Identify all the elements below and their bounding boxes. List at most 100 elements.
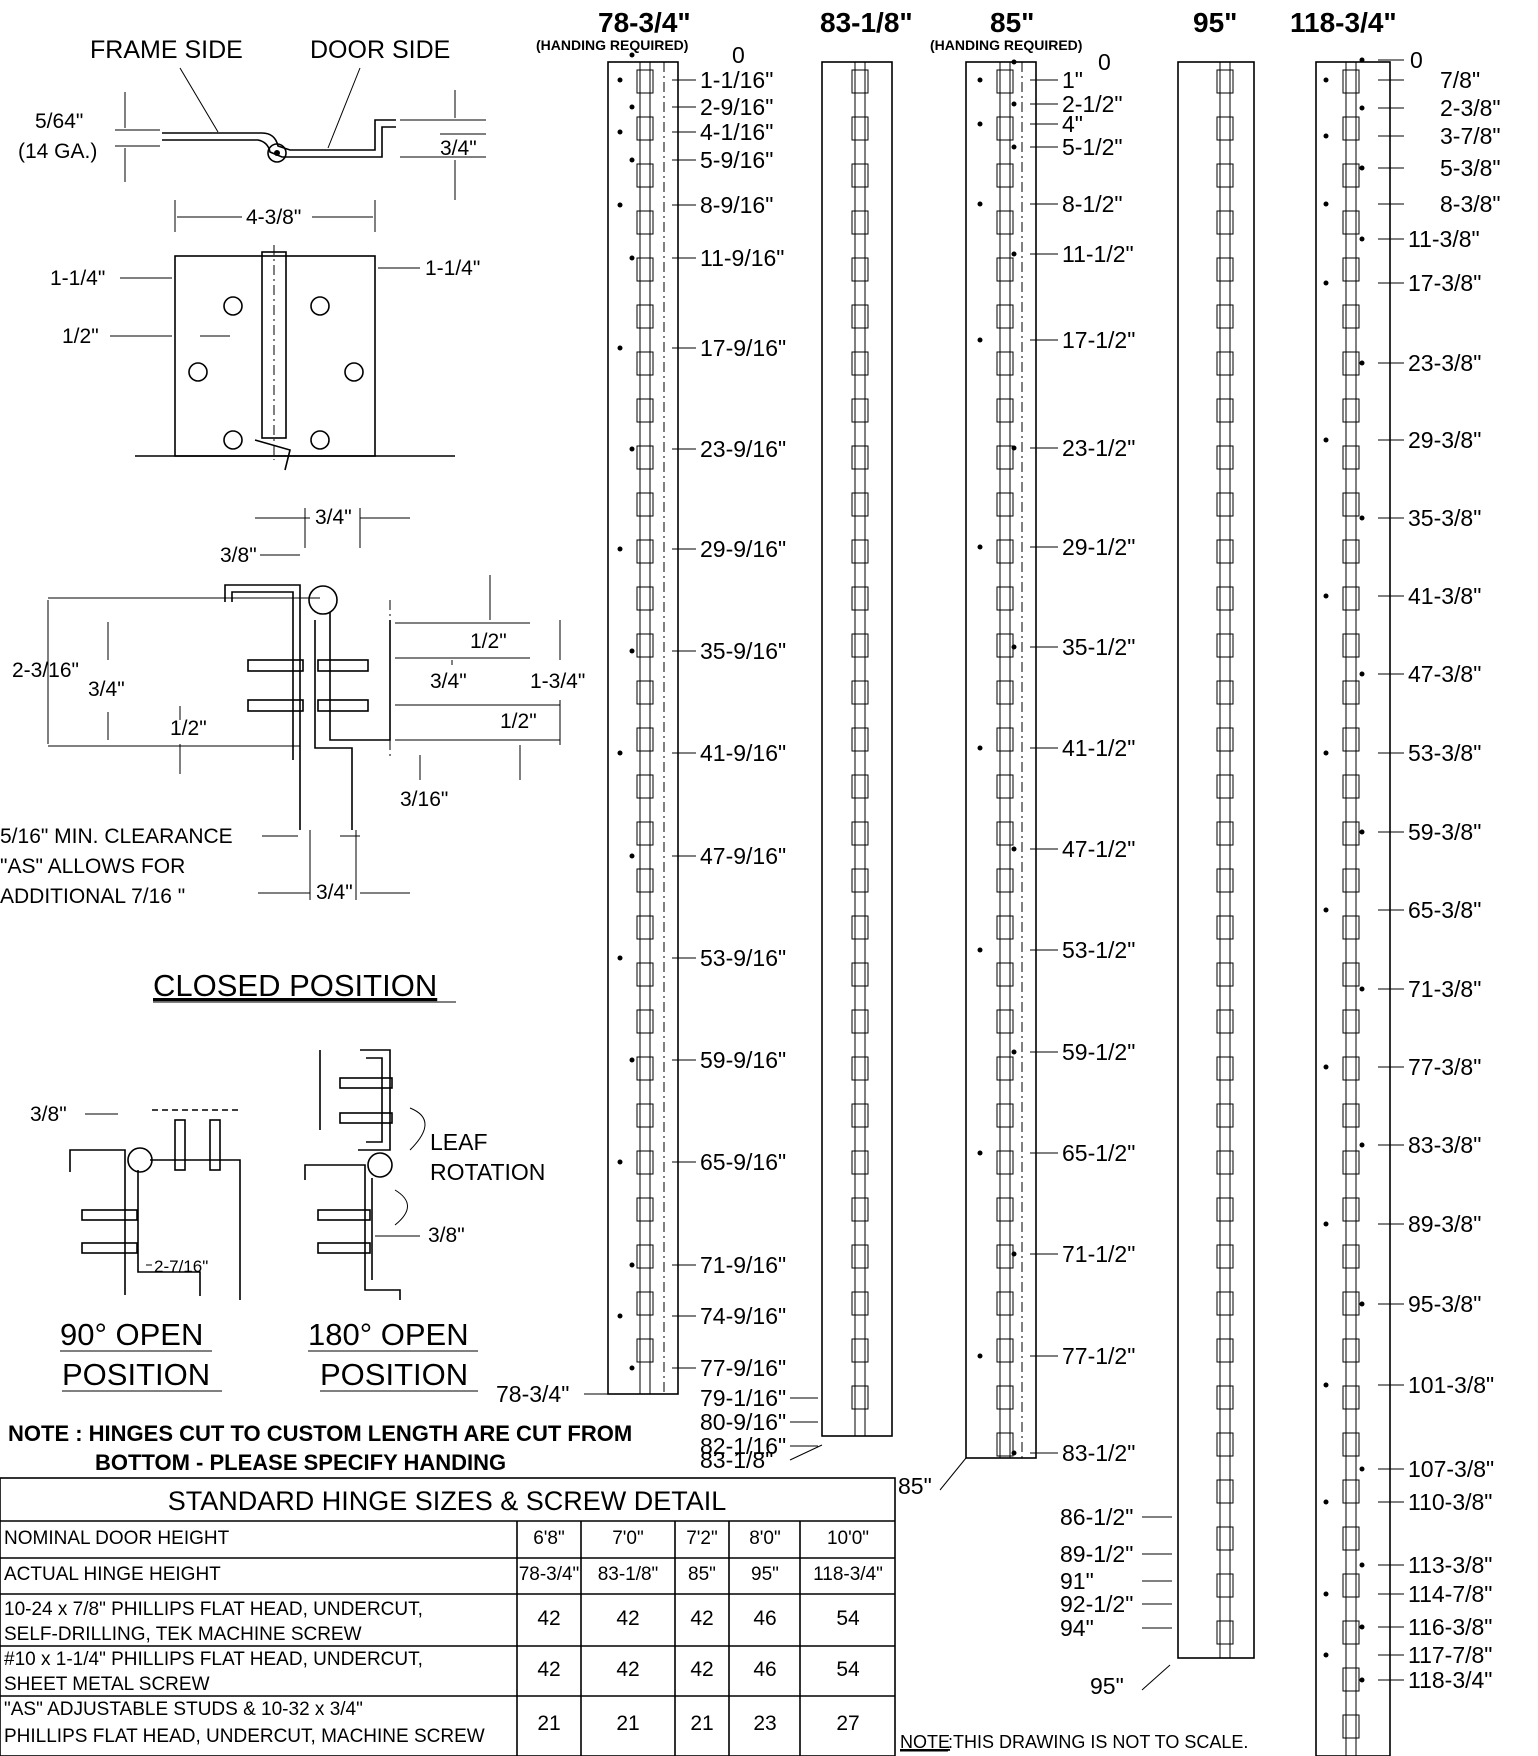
open180-38: 3/8" [428,1224,465,1247]
closed-position-detail: 3/4" 3/8" 2-3/16" 3/4" 1/2" 1/2" 3/4" 1-… [0,506,585,1003]
dim-95-2: 89-1/2" [1060,1541,1133,1567]
dim-78-0: 0 [732,42,745,68]
dim-95-4: 92-1/2" [1060,1591,1133,1617]
screw-hole [1323,1382,1329,1388]
table-cell: 42 [690,1607,713,1630]
table-cell: 7'0" [612,1528,644,1549]
table-row-label-4: "AS" ADJUSTABLE STUDS & 10-32 x 3/4" [4,1699,363,1720]
dim-83-1: 80-9/16" [700,1409,786,1435]
screw-hole [1323,1221,1329,1227]
custom-length-note-line1: NOTE : HINGES CUT TO CUSTOM LENGTH ARE C… [8,1421,632,1446]
closed-38: 3/8" [220,544,257,567]
screw-hole [617,1313,623,1319]
dim-118-6: 11-3/8" [1408,226,1480,252]
dim-78-16: 71-9/16" [700,1252,786,1278]
dim-95-1: 86-1/2" [1060,1504,1133,1530]
screw-hole [1359,165,1365,171]
table-cell: 85" [688,1564,716,1585]
dim-85-3: 4" [1062,111,1083,137]
table-cell: 95" [751,1564,779,1585]
table-title: STANDARD HINGE SIZES & SCREW DETAIL [168,1486,727,1516]
dim-85-11: 41-1/2" [1062,735,1135,761]
dim-118-22: 107-3/8" [1408,1456,1494,1482]
dim-78-4: 5-9/16" [700,147,773,173]
screw-hole [1359,1142,1365,1148]
table-cell: 7'2" [686,1528,718,1549]
dim-78-2: 2-9/16" [700,94,773,120]
dim-78-10: 35-9/16" [700,638,786,664]
closed-34-bot: 3/4" [316,881,353,904]
dim-78-6: 11-9/16" [700,245,784,271]
dim-78-1: 1-1/16" [700,67,773,93]
table-cell: 54 [836,1607,860,1630]
dim-78-17: 74-9/16" [700,1303,786,1329]
dim-118-16: 71-3/8" [1408,976,1481,1002]
screw-hole [1323,750,1329,756]
screw-hole [617,129,623,135]
hinge-title-85: 85" [990,7,1034,38]
dim-83-end: 83-1/8" [700,1447,773,1473]
dim-118-9: 29-3/8" [1408,427,1481,453]
gauge-label: 5/64" [35,110,83,133]
dim-85-1: 1" [1062,67,1083,93]
dim-78-end: 78-3/4" [496,1381,569,1407]
screw-hole [1359,1466,1365,1472]
closed-position-title: CLOSED POSITION [153,968,437,1003]
table-cell: 10'0" [827,1528,869,1549]
edge-right-label: 1-1/4" [425,257,480,280]
edge-left-label: 1-1/4" [50,267,105,290]
hinge-strip-78 [607,61,679,1395]
dim-85-15: 65-1/2" [1062,1140,1135,1166]
hinge-title-83: 83-1/8" [820,7,913,38]
dim-85-7: 17-1/2" [1062,327,1135,353]
dim-85-13: 53-1/2" [1062,937,1135,963]
leaf-rotation-line2: ROTATION [430,1159,545,1185]
dim-118-4: 5-3/8" [1440,155,1501,181]
closed-134: 1-3/4" [530,670,585,693]
closed-12-r1: 1/2" [470,630,507,653]
dim-95-3: 91" [1060,1568,1094,1594]
not-to-scale-note-label: NOTE [900,1732,950,1752]
table-cell: 8'0" [749,1528,781,1549]
dim-118-7: 17-3/8" [1408,270,1481,296]
dim-118-19: 89-3/8" [1408,1211,1481,1237]
leaf-rotation-line1: LEAF [430,1129,488,1155]
screw-hole [1011,144,1017,150]
dim-118-12: 47-3/8" [1408,661,1481,687]
dim-85-17: 77-1/2" [1062,1343,1135,1369]
screw-hole [1011,1251,1017,1257]
screw-hole [617,77,623,83]
dim-85-16: 71-1/2" [1062,1241,1135,1267]
dim-118-20: 95-3/8" [1408,1291,1481,1317]
screw-hole [629,157,635,163]
table-cell: 21 [690,1712,713,1735]
dim-118-11: 41-3/8" [1408,583,1481,609]
hinge-strip-85 [965,61,1037,1459]
gauge-ga-label: (14 GA.) [18,140,97,163]
screw-hole [629,52,635,58]
table-cell: 78-3/4" [519,1564,580,1585]
dim-118-27: 117-7/8" [1408,1642,1492,1668]
table-cell: 6'8" [533,1528,565,1549]
screw-hole [977,745,983,751]
screw-hole [629,104,635,110]
screw-hole [977,77,983,83]
screw-hole [629,1057,635,1063]
screw-hole [1359,829,1365,835]
closed-34-mid: 3/4" [430,670,467,693]
dim-118-23: 110-3/8" [1408,1489,1492,1515]
table-row-label-1: ACTUAL HINGE HEIGHT [4,1564,221,1585]
screw-hole [617,202,623,208]
handing-required-2: (HANDING REQUIRED) [930,37,1082,53]
dim-118-15: 65-3/8" [1408,897,1481,923]
clearance-line3: ADDITIONAL 7/16 " [0,885,185,908]
dim-83-2: 82-1/16" [700,1433,786,1459]
screw-hole [977,947,983,953]
screw-hole [1323,907,1329,913]
screw-hole [1011,644,1017,650]
screw-hole [1323,77,1329,83]
screw-hole [617,955,623,961]
screw-hole [1323,1499,1329,1505]
screw-hole [1323,593,1329,599]
table-cell: 42 [537,1607,560,1630]
